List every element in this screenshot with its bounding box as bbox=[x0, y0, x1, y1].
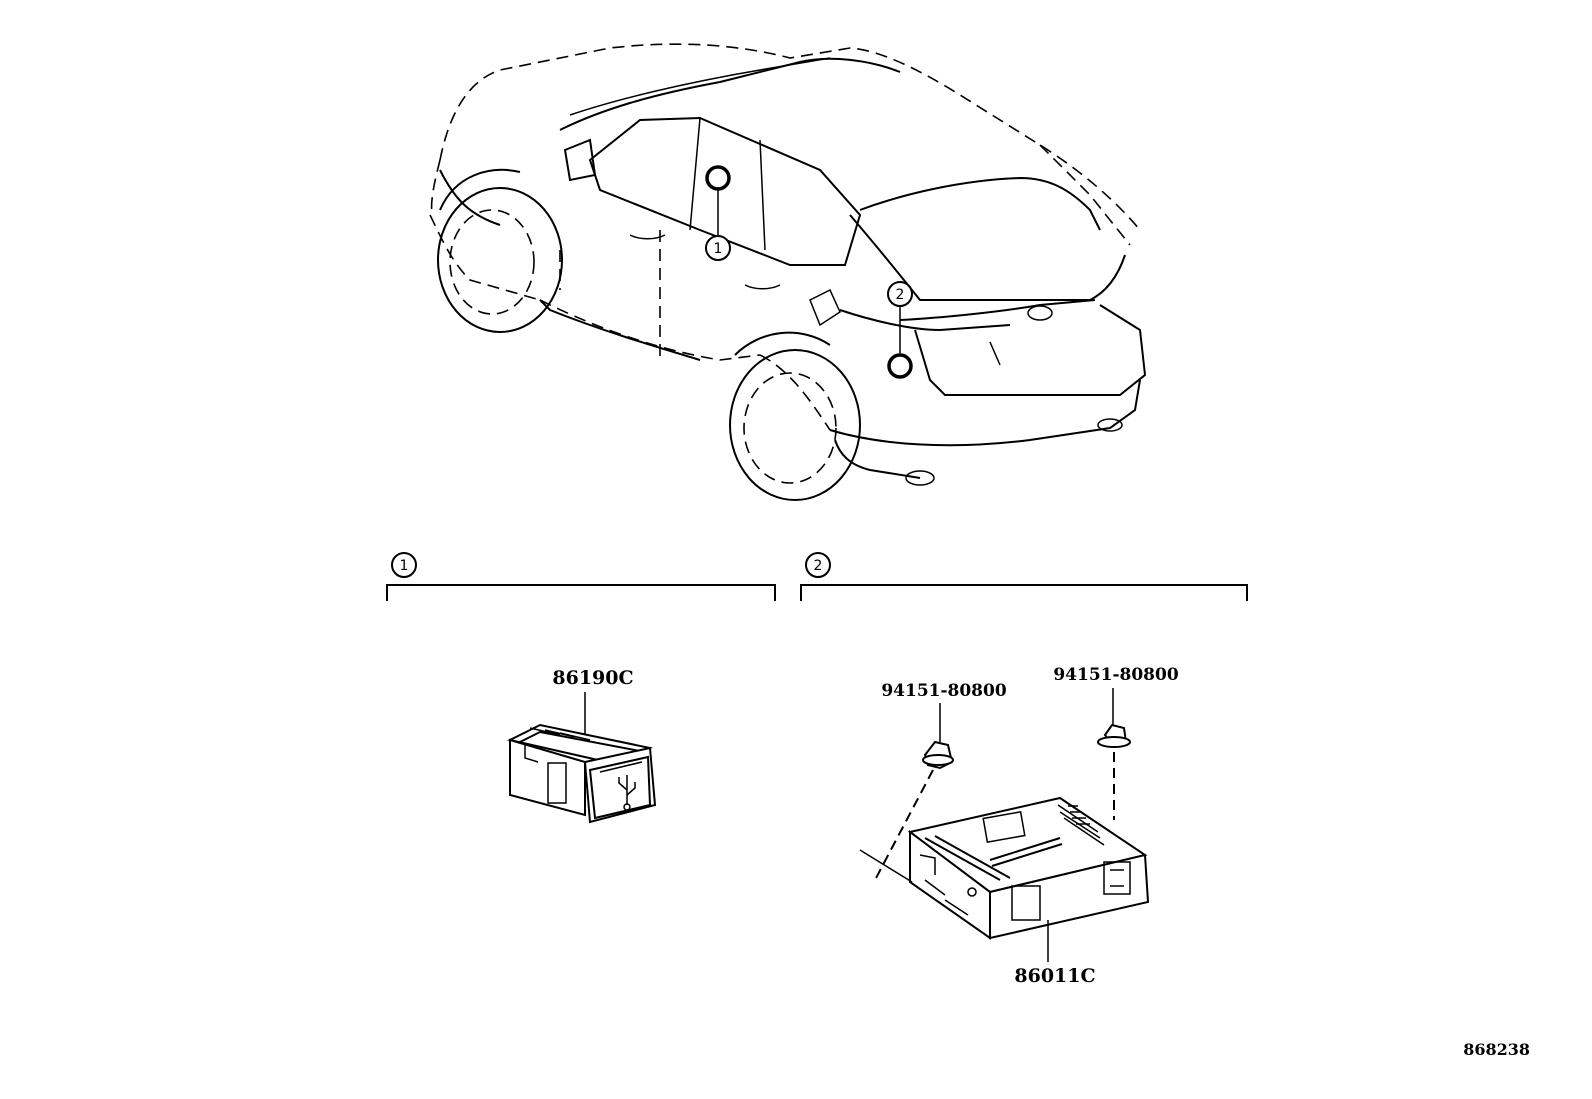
part-number-94151-80800-a[interactable]: 94151-80800 bbox=[881, 681, 1007, 701]
group-2-badge bbox=[805, 552, 831, 578]
group-1: 1 86190C bbox=[386, 552, 776, 824]
callout-1-location bbox=[705, 165, 731, 191]
control-module-part[interactable] bbox=[907, 796, 1150, 940]
part-number-86011C[interactable]: 86011C bbox=[1014, 965, 1095, 987]
diagram-id: 868238 bbox=[1463, 1040, 1530, 1059]
callout-1-badge bbox=[705, 235, 731, 261]
part-number-86190C[interactable]: 86190C bbox=[552, 667, 633, 689]
usb-socket-part[interactable] bbox=[507, 723, 657, 824]
group-2: 2 94151-80800 94151-80800 bbox=[800, 552, 1248, 987]
clip-part-left[interactable] bbox=[922, 740, 954, 770]
group-1-index: 1 bbox=[400, 558, 409, 574]
usb-icon bbox=[618, 775, 636, 811]
group-1-badge bbox=[391, 552, 417, 578]
callout-1-number: 1 bbox=[714, 241, 723, 257]
clip-part-right[interactable] bbox=[1097, 723, 1131, 748]
group-2-bracket bbox=[800, 584, 1248, 601]
group-1-bracket bbox=[386, 584, 776, 601]
callout-2-location bbox=[887, 353, 913, 379]
group-2-index: 2 bbox=[814, 558, 823, 574]
callout-2-number: 2 bbox=[896, 287, 905, 303]
vehicle-illustration: 1 2 bbox=[429, 43, 1147, 501]
harness-lead bbox=[859, 849, 913, 883]
part-number-94151-80800-b[interactable]: 94151-80800 bbox=[1053, 665, 1179, 685]
